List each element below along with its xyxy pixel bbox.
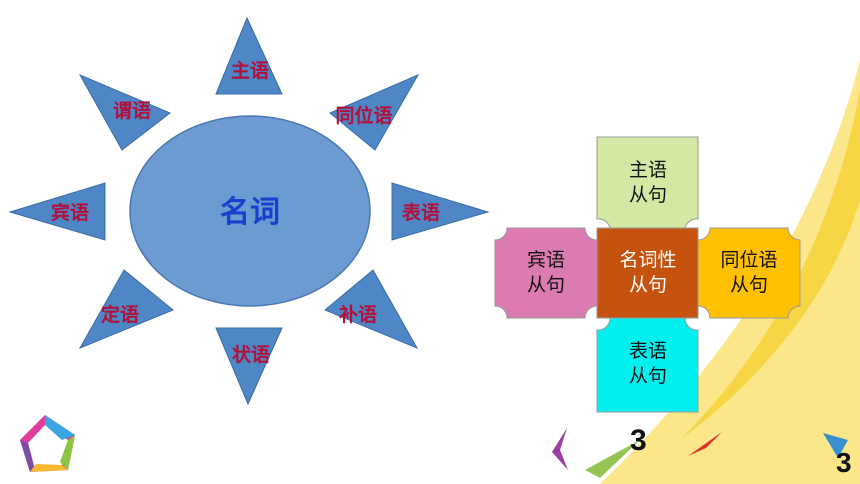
blue-arrow-decoration xyxy=(823,433,848,458)
ray-triangle-right xyxy=(391,182,490,241)
ray-triangle-bottom-left xyxy=(78,269,174,350)
cross-top-line2: 从句 xyxy=(629,184,667,206)
cross-piece-object-clause xyxy=(494,227,598,319)
page-number-primary: 3 xyxy=(630,424,647,457)
noun-center-label: 名词 xyxy=(220,195,280,230)
ray-label-predicate: 谓语 xyxy=(113,100,151,122)
page-number-secondary: 3 xyxy=(836,447,852,478)
ray-triangle-left xyxy=(8,182,106,241)
cross-piece-appositive-clause xyxy=(697,227,801,319)
cross-center-line2: 从句 xyxy=(629,274,667,296)
cross-right-line1: 同位语 xyxy=(720,249,777,271)
colorful-pentagon-logo xyxy=(20,415,75,472)
purple-leaf-decoration xyxy=(552,428,568,470)
noun-circle xyxy=(129,115,371,307)
yellow-swoosh-highlight xyxy=(680,90,860,440)
cross-right-line2: 从句 xyxy=(730,274,768,296)
green-leaf-decoration xyxy=(585,440,640,478)
red-arrow-decoration xyxy=(688,432,722,456)
cross-piece-subject-clause xyxy=(596,136,699,229)
cross-piece-predicative-clause xyxy=(596,317,699,413)
cross-bottom-line1: 表语 xyxy=(629,340,667,362)
ray-label-subject: 主语 xyxy=(231,60,269,82)
ray-triangle-bottom-right xyxy=(324,269,419,350)
ray-triangle-top-left xyxy=(78,73,171,151)
cross-left-line2: 从句 xyxy=(527,274,565,296)
cross-top-line1: 主语 xyxy=(629,159,667,181)
ray-label-complement: 补语 xyxy=(339,303,377,326)
ray-label-adverbial: 状语 xyxy=(232,343,270,366)
ray-label-predicative: 表语 xyxy=(402,201,440,224)
cross-center-line1: 名词性 xyxy=(619,249,676,271)
ray-triangle-top-right xyxy=(329,73,420,151)
ray-triangle-top xyxy=(215,16,283,95)
cross-piece-nominal-clause xyxy=(596,227,699,319)
cross-left-line1: 宾语 xyxy=(527,249,565,271)
yellow-swoosh-decoration xyxy=(600,60,860,484)
clause-cross xyxy=(494,136,801,413)
ray-triangle-bottom xyxy=(215,327,283,406)
ray-label-appositive: 同位语 xyxy=(335,104,392,127)
ray-label-attributive: 定语 xyxy=(101,303,139,326)
cross-bottom-line2: 从句 xyxy=(629,365,667,387)
sun-rays xyxy=(8,16,490,406)
ray-label-object: 宾语 xyxy=(51,201,89,224)
